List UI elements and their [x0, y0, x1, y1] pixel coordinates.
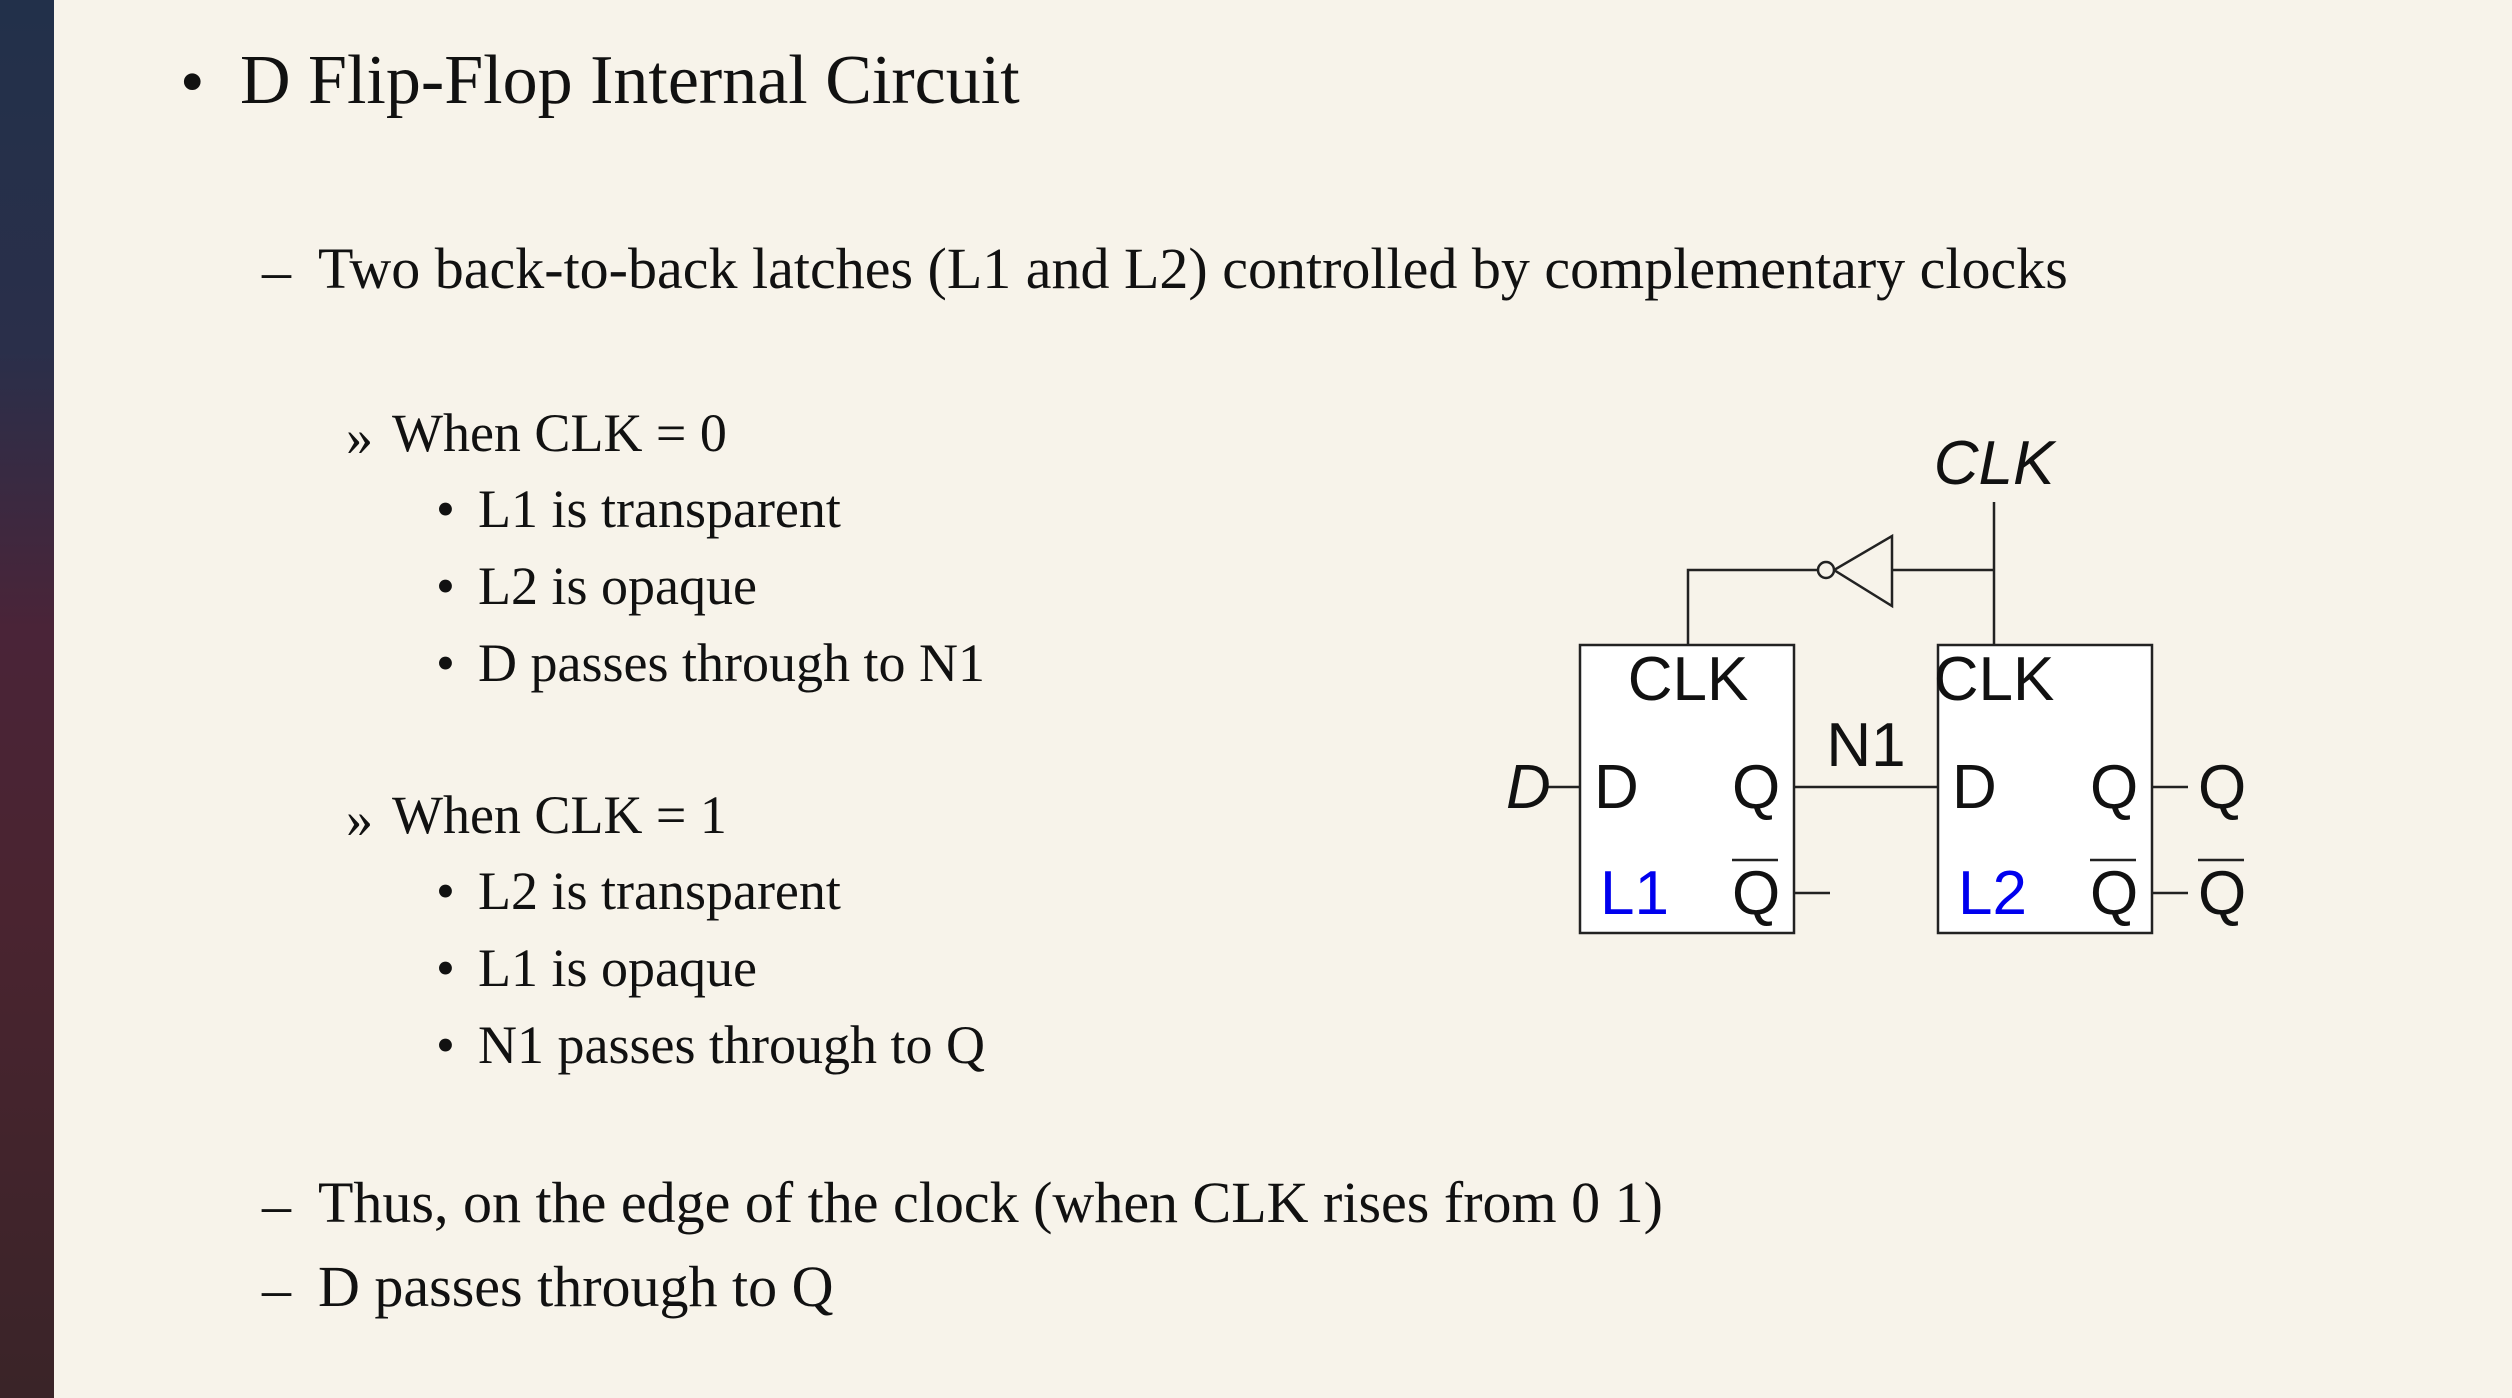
list-item: L2 is transparent	[478, 861, 841, 921]
l1-q-label: Q	[1732, 753, 1780, 822]
sub-marker: »	[346, 407, 373, 467]
latch-l1-box	[1578, 643, 1796, 935]
case0-heading: When CLK = 0	[392, 403, 727, 463]
dash-marker: –	[262, 1256, 291, 1321]
dash-marker: –	[262, 238, 291, 303]
sub-marker: »	[346, 789, 373, 849]
list-item: L2 is opaque	[478, 556, 757, 616]
latch-l2-box	[1936, 643, 2154, 935]
list-bullet: •	[436, 938, 455, 998]
qbar-output-label: Q	[2198, 859, 2246, 928]
clk-input-label: CLK	[1934, 429, 2057, 498]
l1-name-label: L1	[1600, 859, 1669, 928]
list-bullet: •	[436, 1015, 455, 1075]
list-item: L1 is opaque	[478, 938, 757, 998]
clkbar-wire	[1686, 568, 1818, 645]
inverter-bubble-icon	[1816, 560, 1836, 580]
l2-clk-label: CLK	[1934, 645, 2055, 714]
l1-qbar-label: Q	[1732, 859, 1780, 928]
inverter-icon	[1831, 533, 1894, 609]
list-item: L1 is transparent	[478, 479, 841, 539]
list-bullet: •	[436, 479, 455, 539]
point-clock-edge: Thus, on the edge of the clock (when CLK…	[318, 1170, 1663, 1235]
l2-name-label: L2	[1958, 859, 2027, 928]
n1-label: N1	[1826, 711, 1905, 780]
point-latches: Two back-to-back latches (L1 and L2) con…	[318, 236, 2068, 301]
case1-heading: When CLK = 1	[392, 785, 727, 845]
q-output-label: Q	[2198, 753, 2246, 822]
l1-d-label: D	[1594, 753, 1639, 822]
list-bullet: •	[436, 633, 455, 693]
l2-d-label: D	[1952, 753, 1997, 822]
list-bullet: •	[436, 556, 455, 616]
title-bullet: •	[180, 44, 205, 121]
l2-qbar-label: Q	[2090, 859, 2138, 928]
slide-title: D Flip-Flop Internal Circuit	[240, 42, 1020, 119]
l1-clk-label: CLK	[1628, 645, 1749, 714]
list-item: D passes through to N1	[478, 633, 985, 693]
d-input-label: D	[1506, 753, 1551, 822]
list-item: N1 passes through to Q	[478, 1015, 985, 1075]
slide: • D Flip-Flop Internal Circuit – Two bac…	[54, 0, 2512, 1398]
point-d-to-q: D passes through to Q	[318, 1254, 834, 1319]
left-window-edge	[0, 0, 54, 1398]
flip-flop-diagram: CLK CLK D Q Q L1 CLK D Q Q L2 D N1 Q Q	[1506, 429, 2246, 935]
list-bullet: •	[436, 861, 455, 921]
dash-marker: –	[262, 1172, 291, 1237]
l2-q-label: Q	[2090, 753, 2138, 822]
